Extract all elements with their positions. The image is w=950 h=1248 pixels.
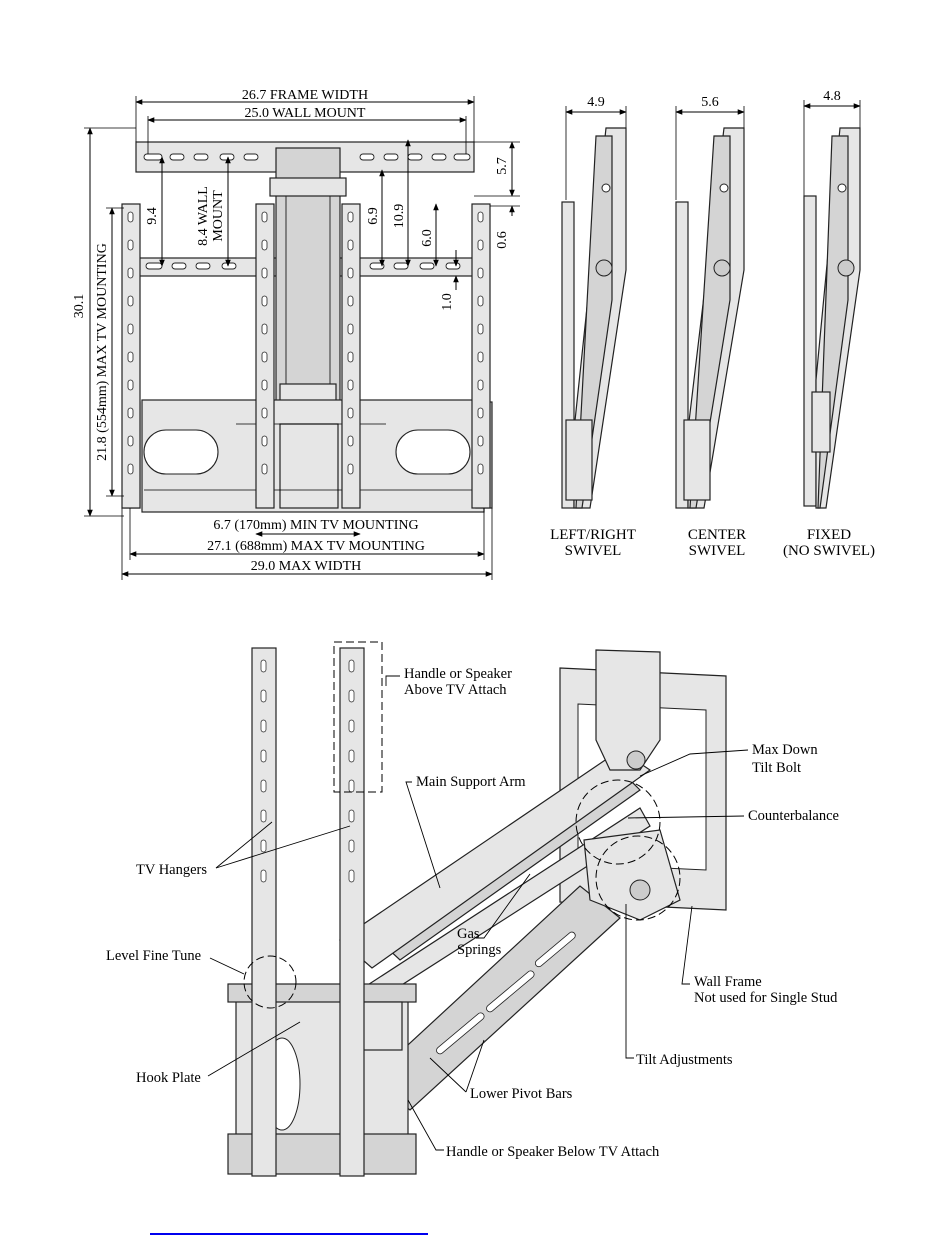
tv-hangers-front <box>121 203 491 509</box>
callout-handle-above-line2: Above TV Attach <box>404 682 507 698</box>
callout-counterbalance: Counterbalance <box>748 808 839 824</box>
dim-5-7: 5.7 <box>495 157 510 175</box>
side-view-1-caption-line2: SWIVEL <box>565 543 622 559</box>
side-view-3-caption-line1: FIXED <box>807 527 851 543</box>
tilt-head <box>595 649 661 771</box>
wall-mount-label: 25.0 WALL MOUNT <box>245 106 366 121</box>
callout-handle-above-line1: Handle or Speaker <box>404 666 512 682</box>
callout-gas-springs-line2: Springs <box>457 942 502 958</box>
callout-wall-frame-line2: Not used for Single Stud <box>694 990 838 1006</box>
max-tv-mounting-label: 27.1 (688mm) MAX TV MOUNTING <box>207 539 425 554</box>
link-underline[interactable] <box>150 1233 428 1235</box>
counterbalance-circle <box>575 779 661 865</box>
callout-level-fine-tune: Level Fine Tune <box>106 948 201 964</box>
max-tv-vertical-label: 21.8 (554mm) MAX TV MOUNTING <box>95 243 110 461</box>
dim-10-9: 10.9 <box>392 204 407 229</box>
dim-6-0: 6.0 <box>420 229 435 247</box>
callout-tv-hangers: TV Hangers <box>136 862 207 878</box>
handle-above-outline <box>333 641 383 793</box>
max-width-label: 29.0 MAX WIDTH <box>251 559 362 574</box>
side-view-2-caption-line2: SWIVEL <box>689 543 746 559</box>
dim-0-6: 0.6 <box>495 231 510 249</box>
callout-handle-below: Handle or Speaker Below TV Attach <box>446 1144 660 1160</box>
dim-6-9: 6.9 <box>366 207 381 225</box>
front-view: 26.7 FRAME WIDTH 25.0 WALL MOUNT 30.1 21… <box>72 88 520 580</box>
frame-width-label: 26.7 FRAME WIDTH <box>242 88 368 103</box>
side-view-3-depth: 4.8 <box>823 89 841 104</box>
tv-hanger-right <box>339 647 365 1177</box>
callout-hook-plate: Hook Plate <box>136 1070 201 1086</box>
side-view-3-caption-line2: (NO SWIVEL) <box>783 543 875 559</box>
tilt-adjust-circle <box>595 835 681 921</box>
side-view-fixed <box>803 100 861 509</box>
callout-max-down-line2: Tilt Bolt <box>752 760 801 776</box>
callout-lower-pivot-bars: Lower Pivot Bars <box>470 1086 573 1102</box>
leader-lines <box>207 675 749 1151</box>
callout-wall-frame-line1: Wall Frame <box>694 974 762 990</box>
side-view-left-right-swivel <box>561 106 627 509</box>
side-view-2-caption-line1: CENTER <box>688 527 746 543</box>
side-view-center-swivel <box>675 106 745 509</box>
tv-hanger-left <box>251 647 277 1177</box>
wall-mount-8-4-line2: MOUNT <box>211 190 226 242</box>
callout-tilt-adjustments: Tilt Adjustments <box>636 1052 733 1068</box>
dim-1-0: 1.0 <box>440 293 455 311</box>
dim-9-4: 9.4 <box>145 207 160 225</box>
callout-gas-springs-line1: Gas <box>457 926 480 942</box>
overall-height-label: 30.1 <box>72 294 87 319</box>
front-dimension-lines <box>84 96 520 580</box>
callout-max-down-line1: Max Down <box>752 742 818 758</box>
side-view-2-depth: 5.6 <box>701 95 719 110</box>
min-tv-mounting-label: 6.7 (170mm) MIN TV MOUNTING <box>213 518 418 533</box>
callout-main-support-arm: Main Support Arm <box>416 774 526 790</box>
level-fine-tune-circle <box>243 955 297 1009</box>
side-view-1-caption-line1: LEFT/RIGHT <box>550 527 636 543</box>
side-view-1-depth: 4.9 <box>587 95 605 110</box>
isometric-view <box>207 641 749 1177</box>
wall-mount-8-4-line1: 8.4 WALL <box>196 186 211 246</box>
